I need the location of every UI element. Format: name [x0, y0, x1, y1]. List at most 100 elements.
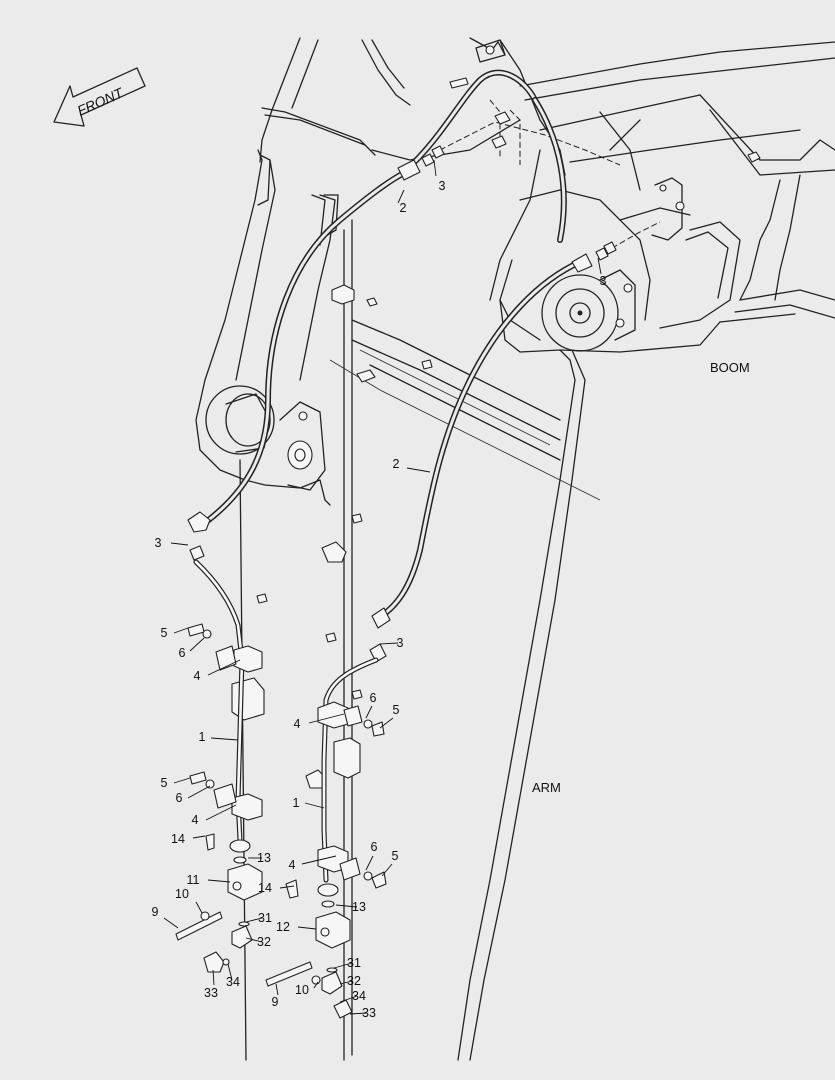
callout-c6: 5: [161, 626, 189, 640]
callout-c26: 13: [335, 900, 366, 914]
callout-number: 31: [347, 956, 361, 970]
callout-leader: [195, 901, 203, 914]
callout-number: 3: [155, 536, 162, 550]
callout-c38: 33: [349, 1006, 376, 1020]
callout-leader: [189, 637, 205, 652]
callout-leader: [308, 713, 345, 724]
callout-leader: [192, 835, 206, 839]
callout-number: 33: [362, 1006, 376, 1020]
callout-c24: 14: [258, 881, 295, 895]
callout-c27: 9: [152, 905, 179, 929]
callout-leader: [245, 937, 263, 943]
callout-leader: [597, 257, 602, 275]
callout-number: 12: [276, 920, 290, 934]
callout-c3: 3: [597, 257, 607, 288]
callout-number: 3: [439, 179, 446, 193]
callout-c35: 10: [295, 981, 319, 997]
callout-c13: 1: [199, 730, 239, 744]
callout-leader: [163, 917, 179, 929]
callout-leader: [301, 855, 337, 865]
callout-leader: [304, 802, 325, 809]
callout-leader: [173, 777, 191, 784]
front-label: FRONT: [75, 84, 127, 119]
callout-leader: [379, 642, 399, 645]
callout-c33: 32: [339, 974, 361, 988]
callout-c19: 13: [248, 851, 271, 865]
callout-number: 4: [294, 717, 301, 731]
callout-leader: [205, 804, 237, 821]
callout-number: 3: [600, 274, 607, 288]
callout-number: 34: [226, 975, 240, 989]
callout-c23: 11: [187, 873, 231, 887]
callout-c9: 3: [379, 636, 404, 650]
callout-leader: [212, 969, 215, 986]
pipe-assembly-right: [265, 643, 387, 1019]
callout-c29: 12: [276, 920, 317, 934]
callout-c32: 34: [226, 963, 240, 989]
callout-number: 14: [171, 832, 185, 846]
callout-c2: 2: [397, 189, 407, 215]
callout-leader: [339, 995, 358, 1003]
callout-leader: [173, 627, 189, 634]
callout-number: 6: [371, 840, 378, 854]
callout-leader: [207, 659, 241, 676]
callout-leader: [245, 917, 263, 923]
callout-number: 1: [199, 730, 206, 744]
callout-number: 5: [161, 626, 168, 640]
arm-clamps: [231, 284, 433, 789]
callout-number: 10: [295, 983, 309, 997]
callout-c14: 5: [161, 776, 191, 790]
callout-c7: 6: [179, 637, 205, 660]
boom-structure: [259, 37, 835, 353]
callout-number: 1: [293, 796, 300, 810]
callout-number: 6: [370, 691, 377, 705]
callout-number: 6: [176, 791, 183, 805]
callout-number: 13: [352, 900, 366, 914]
callout-leader: [333, 962, 353, 969]
callout-c15: 6: [176, 785, 211, 805]
front-arrow: FRONT: [53, 67, 146, 127]
callout-number: 33: [204, 986, 218, 1000]
callout-leader: [335, 904, 358, 908]
callout-number: 9: [152, 905, 159, 919]
callout-number: 9: [272, 995, 279, 1009]
callout-leader: [227, 963, 233, 981]
callout-number: 5: [161, 776, 168, 790]
arm-label: ARM: [532, 780, 561, 795]
callout-c37: 34: [339, 989, 366, 1003]
callout-number: 2: [400, 201, 407, 215]
callout-number: 13: [257, 851, 271, 865]
pipe-assembly-left: [175, 511, 299, 973]
callout-leader: [339, 980, 353, 985]
callout-leader: [297, 926, 317, 930]
callout-c18: 14: [171, 832, 206, 846]
callout-c12: 4: [294, 713, 345, 731]
callout-number: 14: [258, 881, 272, 895]
callout-leader: [275, 983, 279, 996]
callout-number: 2: [393, 457, 400, 471]
callout-leader: [210, 737, 239, 741]
callout-number: 34: [352, 989, 366, 1003]
callout-c10: 6: [365, 691, 377, 719]
callout-leader: [365, 705, 373, 719]
callout-number: 4: [289, 858, 296, 872]
callout-leader: [365, 855, 374, 871]
callout-number: 32: [347, 974, 361, 988]
boom-label: BOOM: [710, 360, 750, 375]
callout-c28: 31: [245, 911, 272, 925]
callout-c8: 4: [194, 659, 241, 683]
arm-structure: [195, 39, 601, 1061]
callout-c30: 32: [245, 935, 271, 949]
callout-c34: 9: [272, 983, 279, 1009]
callout-c4: 2: [393, 457, 431, 473]
callout-number: 3: [397, 636, 404, 650]
callout-leader: [433, 159, 437, 177]
callout-leader: [406, 467, 431, 473]
callout-c31: 31: [333, 956, 361, 970]
callout-c17: 4: [192, 804, 237, 827]
callout-leader: [207, 879, 231, 883]
callout-leader: [381, 863, 393, 877]
